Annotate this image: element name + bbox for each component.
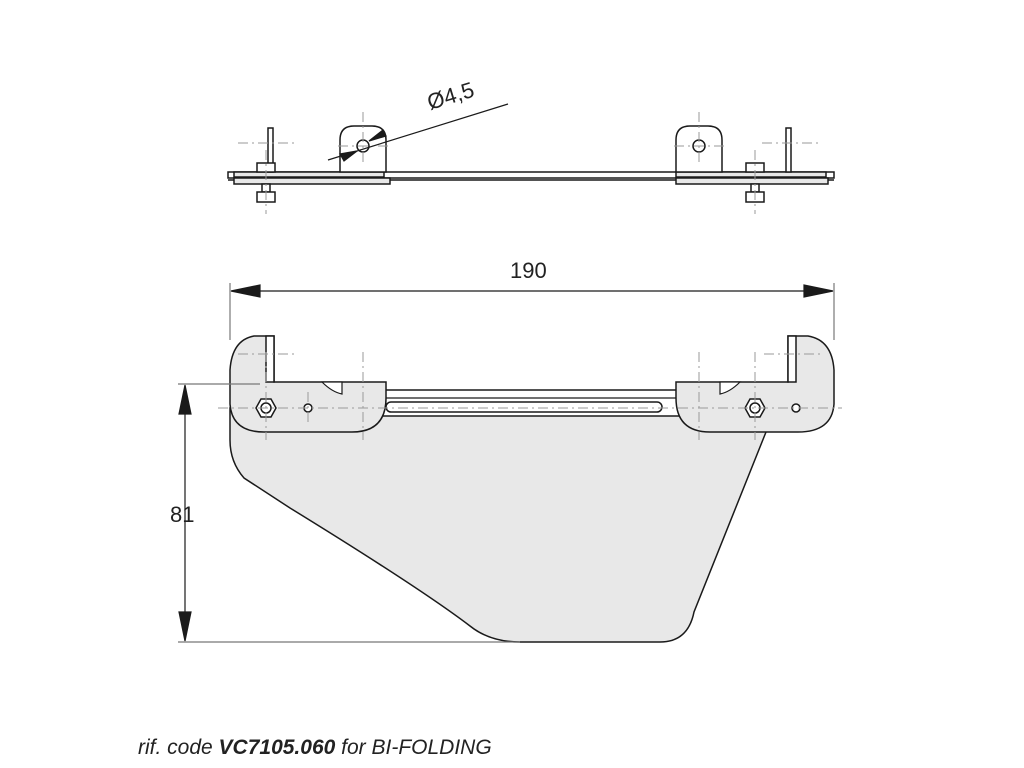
caption-code: VC7105.060	[218, 736, 336, 759]
top-view	[227, 125, 835, 203]
height-label: 81	[170, 502, 194, 527]
hole-diameter-callout	[327, 103, 509, 162]
right-notch	[719, 381, 742, 395]
top-view-centerlines	[238, 112, 822, 214]
front-view	[229, 335, 835, 643]
height-dimension	[178, 383, 520, 643]
main-panel	[229, 407, 767, 643]
right-clip-edge	[787, 335, 797, 383]
caption-suffix: for BI-FOLDING	[341, 736, 492, 759]
left-notch	[320, 381, 343, 395]
hole-diameter-label: Ø4,5	[424, 77, 477, 115]
adjustment-slot	[385, 401, 663, 413]
reference-caption: rif. code VC7105.060 for BI-FOLDING	[138, 736, 492, 760]
front-view-centerlines	[218, 352, 842, 440]
caption-prefix: rif. code	[138, 736, 213, 759]
right-lower-plate	[675, 177, 829, 185]
left-lower-plate	[233, 177, 391, 185]
top-plate	[227, 171, 835, 179]
left-clip-edge	[265, 335, 275, 383]
width-label: 190	[510, 258, 547, 283]
width-dimension	[229, 283, 835, 340]
right-upright-clip	[785, 127, 792, 173]
